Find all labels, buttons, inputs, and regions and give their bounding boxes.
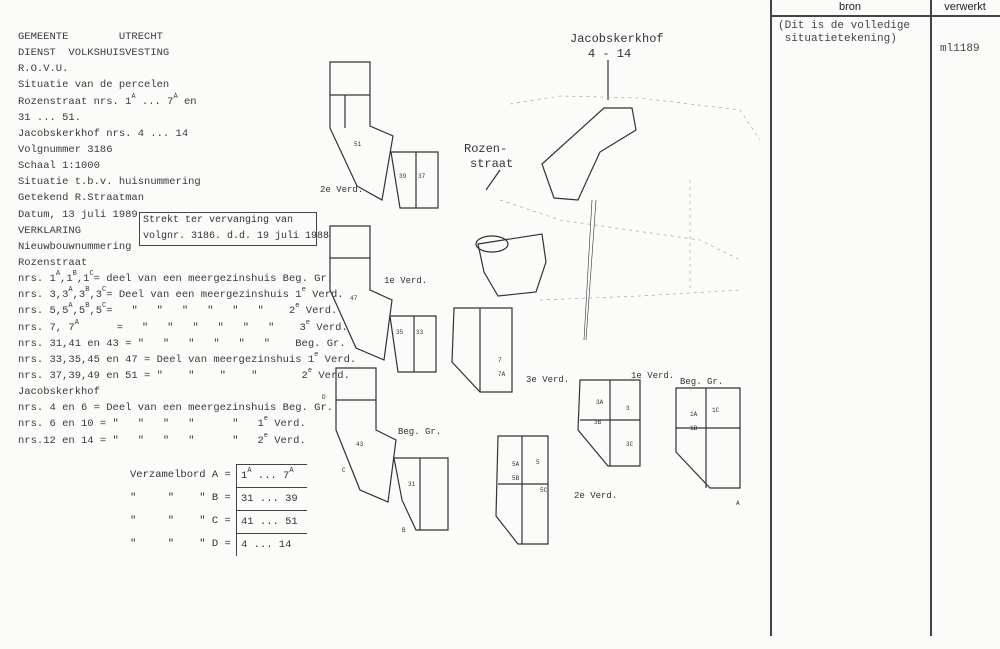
verwerkt-cell: ml1189 — [940, 43, 980, 55]
unit-number: 5C — [540, 487, 548, 494]
verzamelbord-label: " " " B = — [130, 492, 231, 504]
rozenstraat-block — [477, 233, 547, 297]
building-1e-verd-b — [577, 379, 641, 467]
building-beg-gr-b — [675, 387, 741, 489]
bron-cell: (Dit is de volledige situatietekening) — [778, 20, 911, 45]
verzamelbord-row: " " " C = 41 ... 51 — [130, 510, 307, 533]
unit-number: B — [402, 527, 406, 534]
street-label-rozenstraat-2: straat — [470, 157, 513, 171]
source-table: bron verwerkt (Dit is de volledige situa… — [770, 0, 1000, 636]
header-line: nrs. 7, 7A = " " " " " " 3e Verd. — [18, 318, 348, 334]
header-line: DIENST VOLKSHUISVESTING — [18, 47, 170, 60]
floor-label: 3e Verd. — [526, 375, 569, 385]
verzamelbord-row: Verzamelbord A = 1A ... 7A — [130, 464, 307, 487]
floor-label: Beg. Gr. — [398, 427, 441, 437]
unit-number: 43 — [356, 441, 364, 448]
unit-number: 37 — [418, 173, 426, 180]
header-line: Getekend R.Straatman — [18, 192, 145, 205]
unit-number: 35 — [396, 329, 404, 336]
street-label-rozenstraat-1: Rozen- — [464, 142, 507, 156]
verzamelbord-value: 31 ... 39 — [236, 487, 307, 510]
header-line: 31 ... 51. — [18, 111, 82, 124]
building-beg-gr-a — [335, 367, 397, 503]
verzamelbord-label: " " " C = — [130, 515, 231, 527]
verzamelbord-label: Verzamelbord A = — [130, 469, 231, 481]
floor-label: Beg. Gr. — [680, 377, 723, 387]
header-line: Volgnummer 3186 — [18, 143, 113, 156]
header-line: VERKLARING — [18, 224, 82, 237]
street-label-jacobskerkhof-numbers: 4 - 14 — [588, 47, 631, 61]
header-line: nrs.12 en 14 = " " " " " 2e Verd. — [18, 431, 306, 447]
header-line: GEMEENTE UTRECHT — [18, 31, 163, 43]
unit-number: 1A — [690, 411, 698, 418]
floor-label: 1e Verd. — [384, 276, 427, 286]
unit-number: 5B — [512, 475, 520, 482]
unit-number: D — [322, 394, 326, 401]
verzamelbord-label: " " " D = — [130, 538, 231, 550]
column-header-verwerkt: verwerkt — [944, 1, 986, 13]
unit-number: 3A — [596, 399, 604, 406]
unit-number: 5A — [512, 461, 520, 468]
header-line: nrs. 31,41 en 43 = " " " " " " Beg. Gr. — [18, 337, 346, 350]
unit-number: 3 — [626, 405, 630, 412]
unit-number: 51 — [354, 141, 362, 148]
note-line-2: volgnr. 3186. d.d. 19 juli 1988 — [143, 231, 330, 242]
unit-number: 31 — [408, 481, 416, 488]
header-line: Jacobskerkhof nrs. 4 ... 14 — [18, 127, 189, 140]
header-line: Nieuwbouwnummering — [18, 240, 132, 253]
header-line: Situatie t.b.v. huisnummering — [18, 176, 201, 189]
header-line: nrs. 3,3A,3B,3C= Deel van een meergezins… — [18, 286, 344, 302]
unit-number: 7A — [498, 371, 506, 378]
unit-number: 1B — [690, 425, 698, 432]
header-line: Schaal 1:1000 — [18, 160, 100, 173]
building-1e-verd-a — [329, 225, 393, 361]
unit-number: 1C — [712, 407, 720, 414]
header-line: nrs. 33,35,45 en 47 = Deel van meergezin… — [18, 350, 357, 366]
header-line: Datum, 13 juli 1989 — [18, 208, 138, 221]
unit-number: C — [342, 467, 346, 474]
header-line: nrs. 4 en 6 = Deel van een meergezinshui… — [18, 402, 334, 415]
header-line: R.O.V.U. — [18, 63, 69, 76]
verzamelbord-value: 1A ... 7A — [236, 464, 307, 487]
header-line: Rozenstraat nrs. 1A ... 7A en — [18, 92, 197, 108]
building-2e-verd-b — [495, 435, 549, 545]
floor-label: 2e Verd. — [320, 185, 363, 195]
header-line: nrs. 37,39,49 en 51 = " " " " 2e Verd. — [18, 366, 350, 382]
building-2e-verd-a — [329, 61, 394, 201]
header-line: nrs. 1A,1B,1C= deel van een meergezinshu… — [18, 270, 334, 286]
unit-number: A — [736, 500, 740, 507]
header-line: Rozenstraat — [18, 256, 88, 269]
verzamelbord-row: " " " D = 4 ... 14 — [130, 533, 307, 556]
unit-number: 7 — [498, 357, 502, 364]
header-line: nrs. 6 en 10 = " " " " " 1e Verd. — [18, 415, 306, 431]
header-line: Jacobskerkhof — [18, 386, 100, 399]
unit-number: 33 — [416, 329, 424, 336]
header-line: Situatie van de percelen — [18, 79, 170, 92]
floor-label: 2e Verd. — [574, 491, 617, 501]
verzamelbord-row: " " " B = 31 ... 39 — [130, 487, 307, 510]
column-header-bron: bron — [838, 1, 862, 13]
unit-number: 3B — [594, 419, 602, 426]
unit-number: 47 — [350, 295, 358, 302]
unit-number: 39 — [399, 173, 407, 180]
floor-label: 1e Verd. — [631, 371, 674, 381]
verzamelbord-list: Verzamelbord A = 1A ... 7A " " " B = 31 ...… — [130, 464, 307, 556]
jacobskerkhof-block — [541, 107, 637, 201]
unit-number: 3C — [626, 441, 634, 448]
verzamelbord-value: 4 ... 14 — [236, 533, 307, 556]
header-text-block: GEMEENTE UTRECHT DIENST VOLKSHUISVESTING R… — [18, 29, 356, 449]
street-label-jacobskerkhof: Jacobskerkhof — [570, 32, 664, 46]
note-line-1: Strekt ter vervanging van — [143, 215, 294, 226]
replacement-note-box: Strekt ter vervanging van volgnr. 3186. … — [139, 212, 330, 246]
building-3e-verd — [451, 307, 513, 393]
unit-number: 5 — [536, 459, 540, 466]
header-line: nrs. 5,5A,5B,5C= " " " " " " 2e Verd. — [18, 302, 338, 318]
verzamelbord-value: 41 ... 51 — [236, 510, 307, 533]
